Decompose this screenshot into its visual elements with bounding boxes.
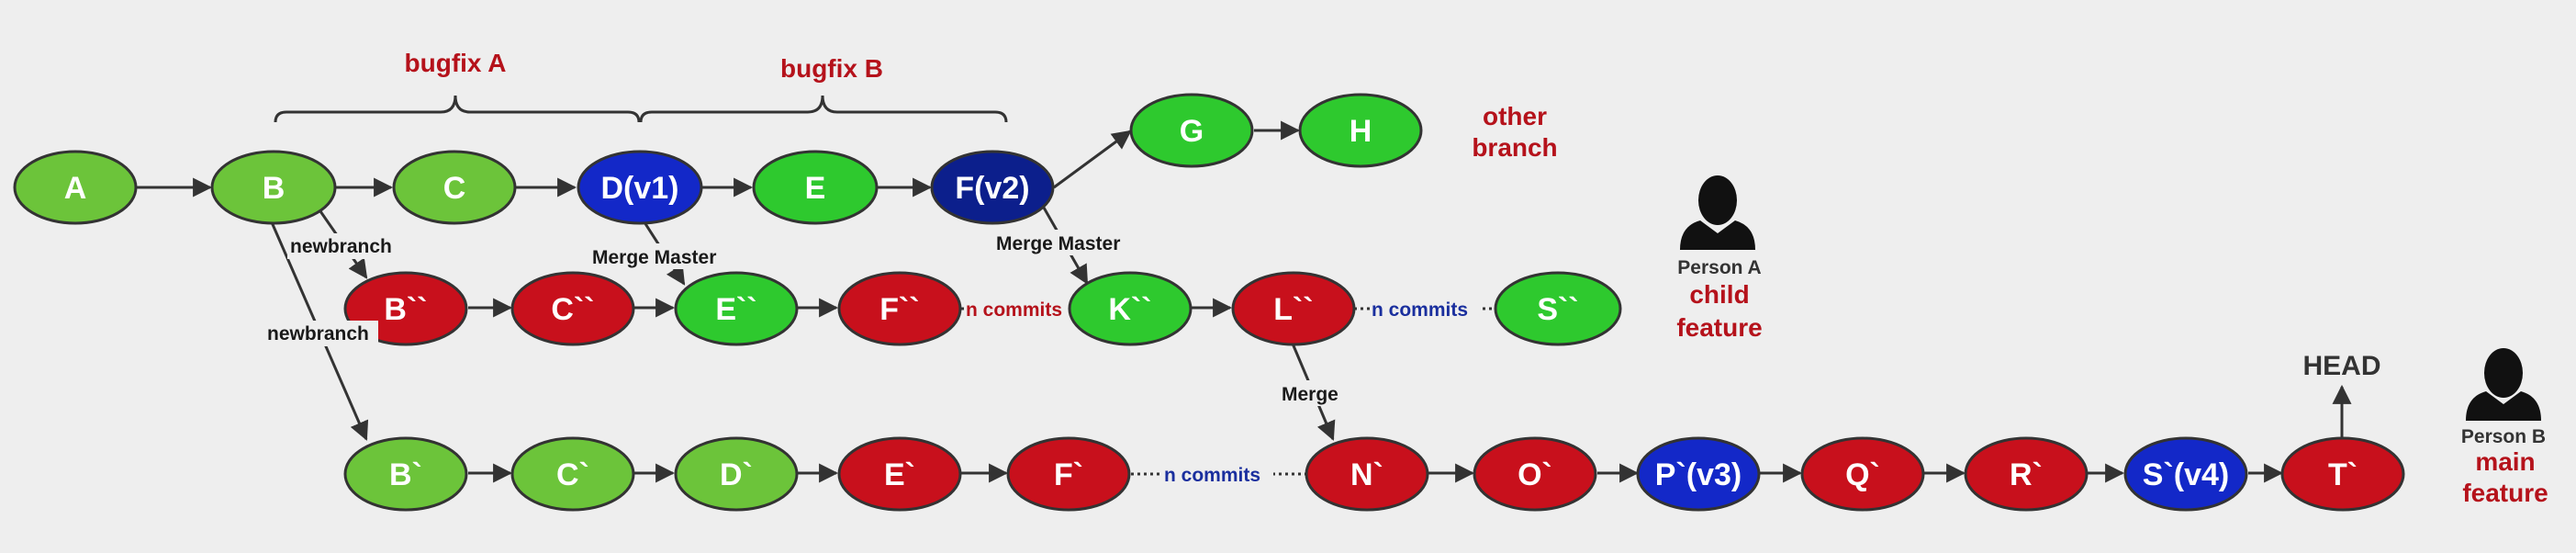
label-merge: Merge bbox=[1282, 384, 1338, 405]
commit-label-b2: B`` bbox=[384, 292, 427, 327]
main-feature-line1: main bbox=[2475, 447, 2535, 476]
commit-label-q1: Q` bbox=[1845, 457, 1880, 492]
label-n-commits-blue-mid: n commits bbox=[1372, 299, 1468, 321]
commit-node-e2[interactable]: E`` bbox=[674, 271, 799, 346]
commit-label-b: B bbox=[263, 171, 286, 206]
person-a-label: Person A bbox=[1677, 257, 1761, 278]
edge-labels: newbranch newbranch Merge Master Merge M… bbox=[264, 230, 1482, 487]
commit-node-c2[interactable]: C`` bbox=[510, 271, 635, 346]
main-feature-line2: feature bbox=[2462, 479, 2548, 507]
commit-label-e2: E`` bbox=[715, 292, 756, 327]
commit-label-h: H bbox=[1350, 114, 1372, 149]
child-feature-line1: child bbox=[1689, 280, 1749, 309]
commit-node-p-v3[interactable]: P`(v3) bbox=[1636, 436, 1761, 512]
child-feature-line2: feature bbox=[1676, 313, 1762, 342]
commit-label-d1: D` bbox=[720, 457, 753, 492]
brace-bugfix-b bbox=[639, 95, 1008, 123]
other-branch-line2: branch bbox=[1472, 133, 1557, 162]
commit-node-e1[interactable]: E` bbox=[837, 436, 962, 512]
commit-node-s-v4[interactable]: S`(v4) bbox=[2123, 436, 2248, 512]
commit-label-t1: T` bbox=[2328, 457, 2358, 492]
person-b-icon bbox=[2466, 348, 2541, 421]
commit-label-e: E bbox=[805, 171, 826, 206]
commit-label-e1: E` bbox=[884, 457, 915, 492]
commit-node-a[interactable]: A bbox=[13, 150, 138, 225]
commit-label-s2: S`` bbox=[1537, 292, 1578, 327]
label-merge-master-1: Merge Master bbox=[592, 247, 716, 268]
commit-node-b1[interactable]: B` bbox=[343, 436, 468, 512]
commit-node-h[interactable]: H bbox=[1298, 93, 1423, 168]
person-a-icon bbox=[1680, 175, 1755, 250]
commit-label-f2: F`` bbox=[879, 292, 919, 327]
commit-node-k2[interactable]: K`` bbox=[1068, 271, 1193, 346]
commit-node-r1[interactable]: R` bbox=[1964, 436, 2089, 512]
commit-label-a: A bbox=[64, 171, 87, 206]
commit-node-n1[interactable]: N` bbox=[1305, 436, 1429, 512]
label-n-commits-red: n commits bbox=[966, 299, 1062, 321]
commit-node-c[interactable]: C bbox=[392, 150, 517, 225]
commit-label-c1: C` bbox=[556, 457, 589, 492]
commit-label-b1: B` bbox=[389, 457, 422, 492]
brace-bugfix-a bbox=[274, 95, 641, 123]
commit-label-g: G bbox=[1180, 114, 1204, 149]
brace-label-bugfix-b: bugfix B bbox=[780, 54, 883, 83]
commit-node-f1[interactable]: F` bbox=[1006, 436, 1131, 512]
label-merge-master-2: Merge Master bbox=[996, 233, 1120, 254]
person-b-label: Person B bbox=[2461, 426, 2546, 447]
commit-node-d-v1[interactable]: D(v1) bbox=[577, 150, 703, 225]
commit-label-f1: F` bbox=[1054, 457, 1083, 492]
commit-label-f-v2: F(v2) bbox=[955, 171, 1029, 206]
commit-label-c2: C`` bbox=[551, 292, 594, 327]
commit-node-b[interactable]: B bbox=[210, 150, 337, 225]
commit-node-f-v2[interactable]: F(v2) bbox=[930, 150, 1055, 225]
commit-node-e[interactable]: E bbox=[752, 150, 879, 225]
commit-label-l2: L`` bbox=[1273, 292, 1313, 327]
commit-label-r1: R` bbox=[2010, 457, 2043, 492]
commit-label-c: C bbox=[443, 171, 466, 206]
head-label: HEAD bbox=[2302, 351, 2380, 381]
edge-f-g bbox=[1053, 130, 1132, 189]
commit-node-f2[interactable]: F`` bbox=[837, 271, 962, 346]
commit-node-q1[interactable]: Q` bbox=[1800, 436, 1925, 512]
commit-label-k2: K`` bbox=[1108, 292, 1151, 327]
label-newbranch-upper: newbranch bbox=[290, 236, 392, 257]
commit-label-d-v1: D(v1) bbox=[600, 171, 678, 206]
brace-label-bugfix-a: bugfix A bbox=[405, 49, 507, 77]
label-n-commits-blue-bottom: n commits bbox=[1164, 465, 1260, 486]
commit-node-l2[interactable]: L`` bbox=[1231, 271, 1356, 346]
commit-node-c1[interactable]: C` bbox=[510, 436, 635, 512]
commit-node-d1[interactable]: D` bbox=[674, 436, 799, 512]
commit-node-t1[interactable]: T` bbox=[2280, 436, 2405, 512]
nodes: A B C D(v1) E F(v2) G H bbox=[13, 93, 2405, 512]
commit-node-g[interactable]: G bbox=[1129, 93, 1254, 168]
commit-label-n1: N` bbox=[1350, 457, 1383, 492]
braces bbox=[274, 95, 1008, 123]
commit-node-o1[interactable]: O` bbox=[1473, 436, 1597, 512]
commit-label-p-v3: P`(v3) bbox=[1655, 457, 1742, 492]
other-branch-line1: other bbox=[1483, 102, 1547, 130]
commit-node-s2[interactable]: S`` bbox=[1494, 271, 1622, 346]
label-newbranch-lower: newbranch bbox=[267, 323, 369, 344]
commit-label-o1: O` bbox=[1518, 457, 1552, 492]
commit-label-s-v4: S`(v4) bbox=[2143, 457, 2229, 492]
